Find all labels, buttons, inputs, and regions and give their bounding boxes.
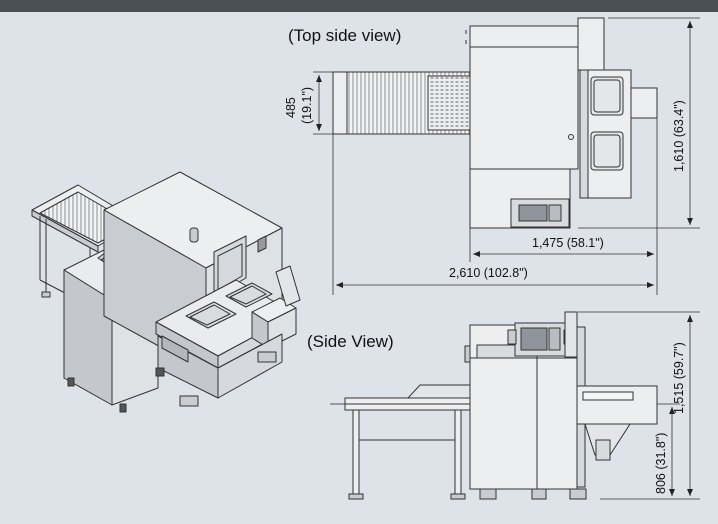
- dim-width-485-inch: (19.1"): [300, 86, 314, 124]
- side-view-title: (Side View): [307, 332, 394, 351]
- isometric-view: [31, 171, 301, 413]
- header-bar: [0, 0, 718, 12]
- side-view: [344, 311, 658, 500]
- top-view-dimension-lines: [313, 17, 700, 295]
- top-side-view: [332, 17, 658, 229]
- dim-width-485: 485: [284, 97, 298, 118]
- dim-length-2610: 2,610 (102.8"): [449, 266, 528, 280]
- dim-height-806: 806 (31.8"): [654, 432, 668, 494]
- side-view-dimension-lines: [330, 311, 700, 500]
- dim-height-1515: 1,515 (59.7"): [672, 342, 686, 414]
- dim-length-1475: 1,475 (58.1"): [532, 236, 604, 250]
- top-view-title: (Top side view): [288, 26, 402, 45]
- dim-height-1610: 1,610 (63.4"): [672, 100, 686, 172]
